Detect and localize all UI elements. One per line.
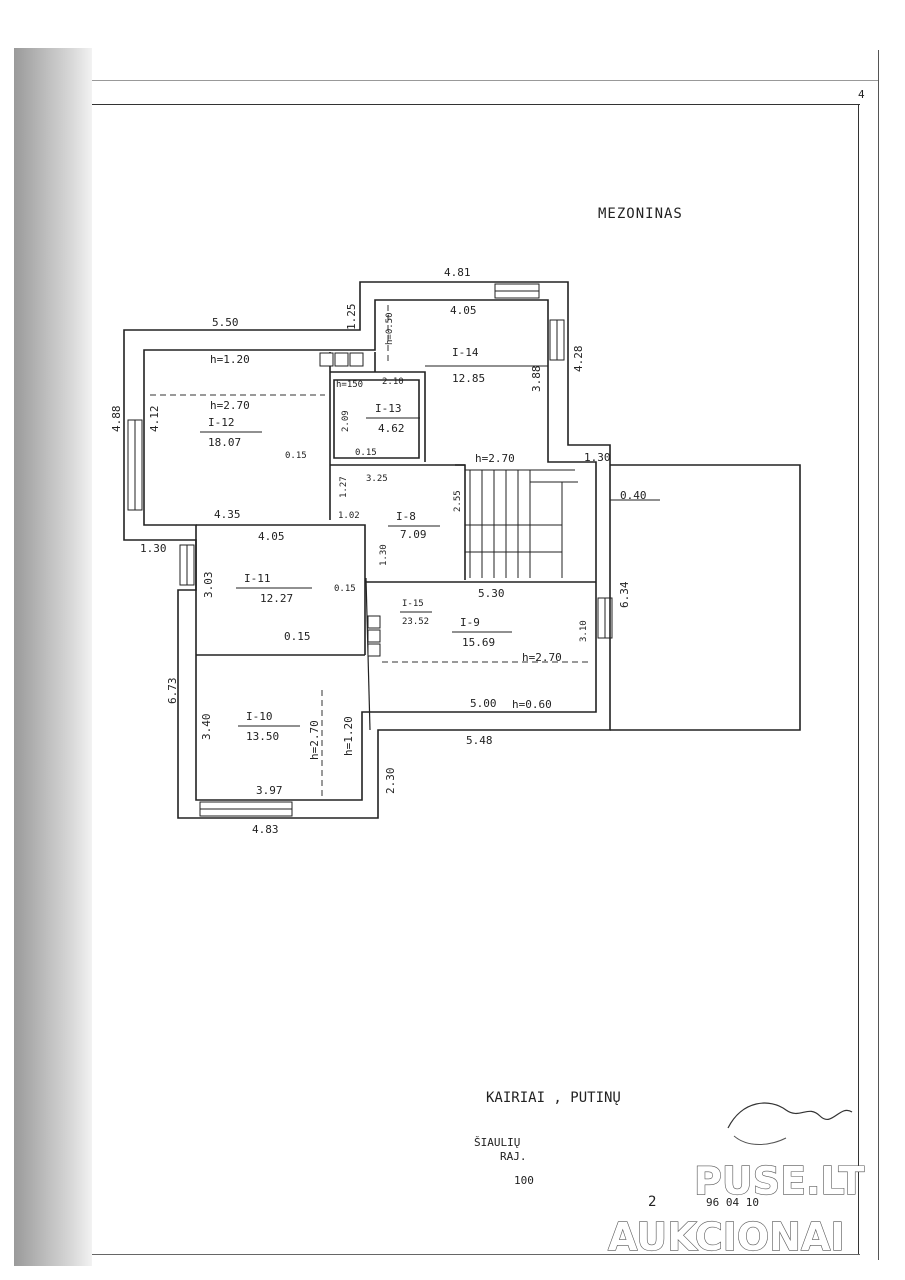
room-id: I-10 [246, 710, 273, 723]
dim-label: 2.30 [384, 768, 397, 795]
room-area: 18.07 [208, 436, 241, 449]
height-lines [150, 305, 592, 800]
height-label: h=2.70 [475, 452, 515, 465]
room-id: I-9 [460, 616, 480, 629]
room-area: 23.52 [402, 617, 429, 627]
frame-border-right [858, 104, 859, 1254]
stamp-scale: 100 [514, 1174, 534, 1187]
signature [727, 1102, 853, 1129]
signature-flourish [733, 1135, 787, 1145]
dim-label: 0.15 [285, 451, 307, 461]
drawing-title: MEZONINAS [598, 206, 683, 222]
dim-label: 0.40 [620, 489, 647, 502]
room-area: 7.09 [400, 528, 427, 541]
dim-label: 2.10 [382, 377, 404, 387]
dim-label: 2.09 [341, 410, 351, 432]
dim-label: 0.15 [355, 448, 377, 458]
room-id: I-14 [452, 346, 479, 359]
paper-edge-top [92, 80, 878, 81]
dim-label: 3.25 [366, 474, 388, 484]
stamp-date: 96 04 10 [706, 1196, 759, 1209]
dim-label: 3.88 [530, 366, 543, 393]
dim-label: 6.73 [166, 678, 179, 705]
dim-label: 4.83 [252, 823, 279, 836]
room-labels: I-14 12.85 I-13 4.62 I-12 18.07 I-8 7.09… [200, 346, 512, 743]
paper-edge-right [878, 50, 879, 1260]
height-label: h=2.70 [210, 399, 250, 412]
stairs [465, 470, 578, 578]
height-label: h=150 [336, 380, 363, 390]
dim-label: 1.27 [339, 476, 349, 498]
height-label: h=0.50 [385, 312, 395, 345]
dimension-annotations: 4.81 5.50 1.25 4.05 3.88 4.28 4.88 4.12 … [110, 266, 647, 836]
room-id: I-8 [396, 510, 416, 523]
dim-label: 1.30 [379, 544, 389, 566]
dim-label: 5.30 [478, 587, 505, 600]
windows [127, 283, 613, 817]
room-area: 13.50 [246, 730, 279, 743]
watermark: PUSE.LT AUKCIONAI [607, 1158, 865, 1259]
frame-border-top [92, 104, 860, 105]
room-area: 4.62 [378, 422, 405, 435]
dim-label: 4.81 [444, 266, 471, 279]
dim-label: 4.35 [214, 508, 241, 521]
stamp-district-suffix: RAJ. [500, 1150, 527, 1163]
room-id: I-13 [375, 402, 402, 415]
room-area: 15.69 [462, 636, 495, 649]
corner-mark: 4 [858, 88, 865, 101]
dim-label: 3.97 [256, 784, 283, 797]
dim-label: 4.28 [572, 346, 585, 373]
dim-label: 4.88 [110, 406, 123, 433]
height-label: h=1.20 [210, 353, 250, 366]
height-label: h=0.60 [512, 698, 552, 711]
binding-shadow [14, 48, 92, 1266]
dim-label: 1.02 [338, 511, 360, 521]
dim-label: 1.30 [584, 451, 611, 464]
height-label: h=1.20 [342, 716, 355, 756]
dim-label: 5.00 [470, 697, 497, 710]
watermark-line-2: AUKCIONAI [608, 1215, 845, 1259]
watermark-line-1: PUSE.LT [694, 1159, 864, 1203]
stamp-sheet-number: 2 [648, 1194, 656, 1210]
room-id: I-12 [208, 416, 235, 429]
room-id: I-15 [402, 599, 424, 609]
height-annotations: h=1.20 h=2.70 h=0.50 h=150 h=2.70 h=2.70… [210, 312, 562, 760]
height-label: h=2.70 [522, 651, 562, 664]
title-stamp: KAIRIAI , PUTINŲ ŠIAULIŲ RAJ. 100 2 96 0… [474, 1090, 853, 1210]
dim-label: 5.48 [466, 734, 493, 747]
stamp-location: KAIRIAI , PUTINŲ [486, 1090, 621, 1106]
dim-label: 0.15 [334, 584, 356, 594]
room-area: 12.27 [260, 592, 293, 605]
dim-label: 1.30 [140, 542, 167, 555]
stamp-district: ŠIAULIŲ [474, 1136, 520, 1149]
room-area: 12.85 [452, 372, 485, 385]
room-id: I-11 [244, 572, 271, 585]
dim-label: 6.34 [618, 581, 631, 608]
dim-label: 4.05 [258, 530, 285, 543]
dim-label: 0.15 [284, 630, 311, 643]
dim-label: 4.05 [450, 304, 477, 317]
height-label: h=2.70 [308, 720, 321, 760]
dim-label: 1.25 [345, 304, 358, 331]
dim-label: 3.10 [579, 620, 589, 642]
floor-plan-walls [123, 281, 801, 819]
dim-label: 5.50 [212, 316, 239, 329]
dim-label: 3.40 [200, 714, 213, 741]
dim-label: 4.12 [148, 406, 161, 433]
dim-label: 2.55 [453, 490, 463, 512]
dim-label: 3.03 [202, 572, 215, 599]
frame-border-bottom [92, 1254, 860, 1255]
chimney-blocks [319, 352, 381, 657]
